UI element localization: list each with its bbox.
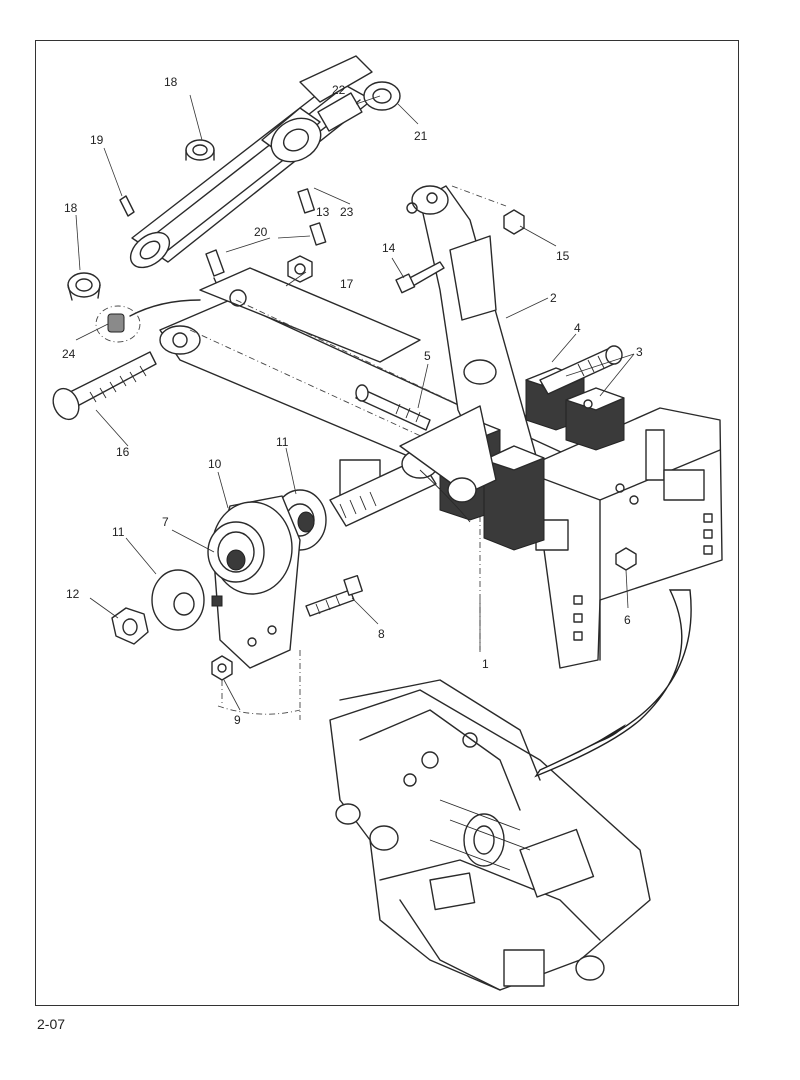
callout-13: 13 xyxy=(316,205,330,219)
machine-overview-inset xyxy=(329,589,692,991)
callout-23: 23 xyxy=(340,205,354,219)
callout-18b: 18 xyxy=(64,201,78,215)
callout-8: 8 xyxy=(378,627,385,641)
callout-16: 16 xyxy=(116,445,130,459)
callout-11b: 11 xyxy=(276,435,289,449)
callout-20: 20 xyxy=(254,225,268,239)
callout-1: 1 xyxy=(482,657,489,671)
part-callouts: 1 2 3 4 5 6 7 8 9 10 11 11 12 13 14 15 1… xyxy=(62,75,643,727)
diagram-frame xyxy=(35,40,739,1006)
callout-6: 6 xyxy=(624,613,631,627)
callout-24: 24 xyxy=(62,347,76,361)
callout-22: 22 xyxy=(332,83,346,97)
bearing-housing xyxy=(111,489,363,720)
callout-10: 10 xyxy=(208,457,222,471)
upright-lever-2 xyxy=(395,185,541,501)
callout-9: 9 xyxy=(234,713,241,727)
callout-14: 14 xyxy=(382,241,396,255)
callout-2: 2 xyxy=(550,291,557,305)
callout-5: 5 xyxy=(424,349,431,363)
callout-12: 12 xyxy=(66,587,80,601)
long-bolt-16 xyxy=(52,351,157,421)
callout-4: 4 xyxy=(574,321,581,335)
bolt-5 xyxy=(355,384,431,431)
callout-3: 3 xyxy=(636,345,643,359)
callout-21: 21 xyxy=(414,129,428,143)
hydraulic-cylinder xyxy=(67,55,401,343)
callout-15: 15 xyxy=(556,249,570,263)
callout-18a: 18 xyxy=(164,75,178,89)
callout-17: 17 xyxy=(340,277,354,291)
page-number: 2-07 xyxy=(37,1016,66,1032)
callout-11a: 11 xyxy=(112,525,125,539)
leader-lines xyxy=(75,94,635,711)
callout-19: 19 xyxy=(90,133,104,147)
callout-7: 7 xyxy=(162,515,169,529)
pivot-shaft xyxy=(329,405,497,527)
